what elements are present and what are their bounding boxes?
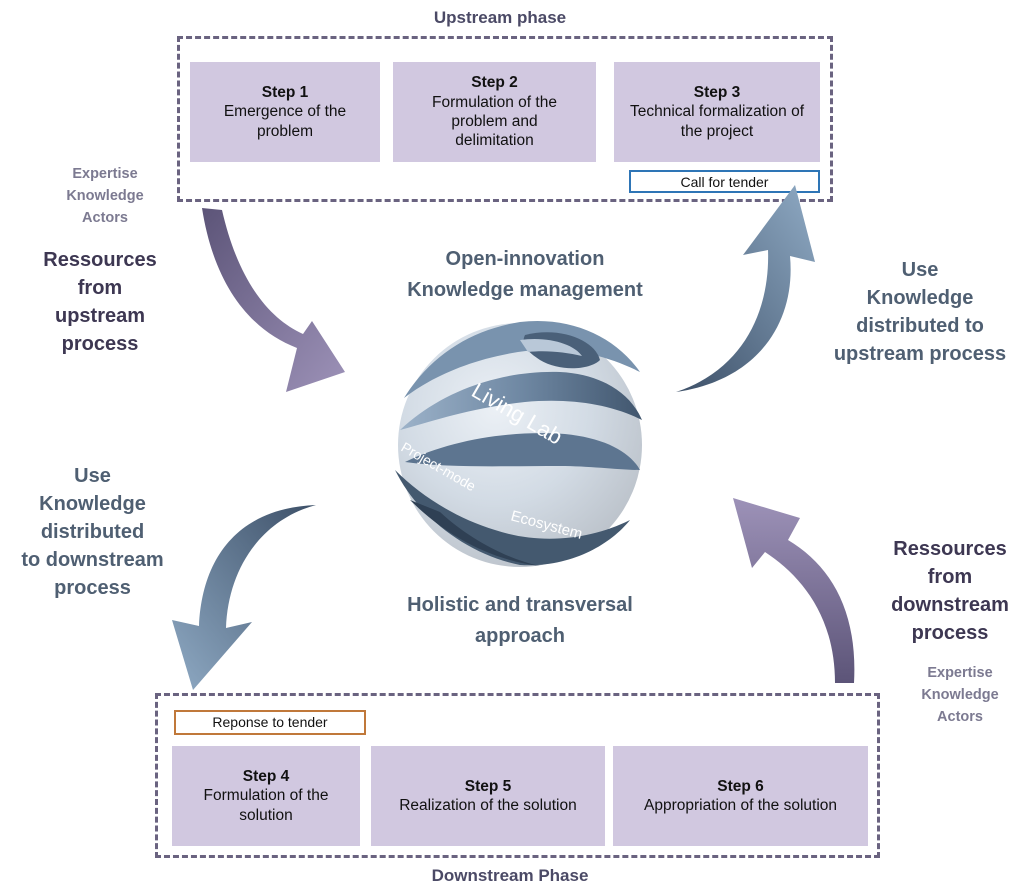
resources-downstream-line-3: downstream <box>891 594 1009 616</box>
resources-upstream-line-1: Ressources <box>43 249 157 271</box>
knowledge-upstream-line-2: Knowledge <box>866 287 974 309</box>
resources-upstream-line-2: from <box>77 277 123 299</box>
resources-downstream-line-2: from <box>927 566 973 588</box>
knowledge-upstream-label: Use Knowledge distributed to upstream pr… <box>815 256 1023 368</box>
resources-downstream-label: Ressources from downstream process <box>880 535 1020 647</box>
bottom-right-expertise-line-2: Knowledge <box>921 686 999 703</box>
center-bottom-label: Holistic and transversal approach <box>360 590 680 652</box>
downstream-phase-box <box>155 693 880 858</box>
step-5-description: Realization of the solution <box>399 797 577 814</box>
upstream-phase-box <box>177 36 833 202</box>
step-6-number: Step 6 <box>717 777 764 795</box>
step-1-box: Step 1 Emergence of the problem <box>190 62 380 162</box>
reponse-to-tender-label: Reponse to tender <box>174 710 366 735</box>
knowledge-downstream-line-4: to downstream <box>21 549 164 571</box>
resources-upstream-arrow <box>202 208 345 392</box>
step-5-number: Step 5 <box>464 777 512 795</box>
knowledge-upstream-line-1: Use <box>901 259 939 281</box>
top-left-expertise-line-1: Expertise <box>72 166 138 182</box>
downstream-phase-title: Downstream Phase <box>431 866 589 885</box>
knowledge-downstream-line-2: Knowledge <box>39 493 146 515</box>
top-left-expertise-line-2: Knowledge <box>66 187 144 204</box>
step-4-description: Formulation of the solution <box>203 787 329 824</box>
step-3-number: Step 3 <box>693 83 741 101</box>
resources-downstream-arrow <box>733 498 855 683</box>
knowledge-management-label: Knowledge management <box>407 279 643 301</box>
knowledge-downstream-line-5: process <box>54 577 131 599</box>
step-3-description: Technical formalization of the project <box>629 103 805 140</box>
holistic-label: Holistic and transversal <box>407 594 633 616</box>
step-3-box: Step 3 Technical formalization of the pr… <box>614 62 820 162</box>
resources-upstream-label: Ressources from upstream process <box>30 246 170 358</box>
knowledge-upstream-arrow <box>676 185 815 392</box>
step-2-box: Step 2 Formulation of the problem and de… <box>393 62 596 162</box>
step-6-description: Appropriation of the solution <box>643 797 838 814</box>
top-left-expertise-label: Expertise Knowledge Actors <box>50 164 160 229</box>
step-5-box: Step 5 Realization of the solution <box>371 746 605 846</box>
bottom-right-expertise-line-1: Expertise <box>927 665 993 681</box>
step-2-number: Step 2 <box>471 74 518 92</box>
resources-downstream-line-4: process <box>911 622 989 644</box>
step-2-description: Formulation of the problem and delimitat… <box>432 93 557 150</box>
resources-upstream-line-3: upstream <box>54 305 146 327</box>
approach-label: approach <box>474 625 566 647</box>
step-1-description: Emergence of the problem <box>223 103 347 140</box>
step-4-number: Step 4 <box>242 767 290 785</box>
bottom-right-expertise-line-3: Actors <box>937 708 983 725</box>
bottom-right-expertise-label: Expertise Knowledge Actors <box>905 663 1015 728</box>
knowledge-downstream-line-1: Use <box>74 465 111 487</box>
top-left-expertise-line-3: Actors <box>82 209 128 226</box>
step-1-number: Step 1 <box>261 83 309 101</box>
open-innovation-label: Open-innovation <box>445 248 605 270</box>
living-lab-globe <box>395 320 642 567</box>
step-4-box: Step 4 Formulation of the solution <box>172 746 360 846</box>
knowledge-upstream-line-4: upstream process <box>833 343 1007 365</box>
resources-downstream-line-1: Ressources <box>893 538 1007 560</box>
resources-upstream-line-4: process <box>61 333 139 355</box>
step-6-box: Step 6 Appropriation of the solution <box>613 746 868 846</box>
call-for-tender-label: Call for tender <box>629 170 820 193</box>
knowledge-upstream-line-3: distributed to <box>856 315 984 337</box>
knowledge-downstream-label: Use Knowledge distributed to downstream … <box>0 462 185 602</box>
knowledge-downstream-arrow <box>172 505 316 690</box>
center-top-label: Open-innovation Knowledge management <box>365 244 685 306</box>
upstream-phase-title: Upstream phase <box>433 8 567 27</box>
knowledge-downstream-line-3: distributed <box>40 521 145 543</box>
